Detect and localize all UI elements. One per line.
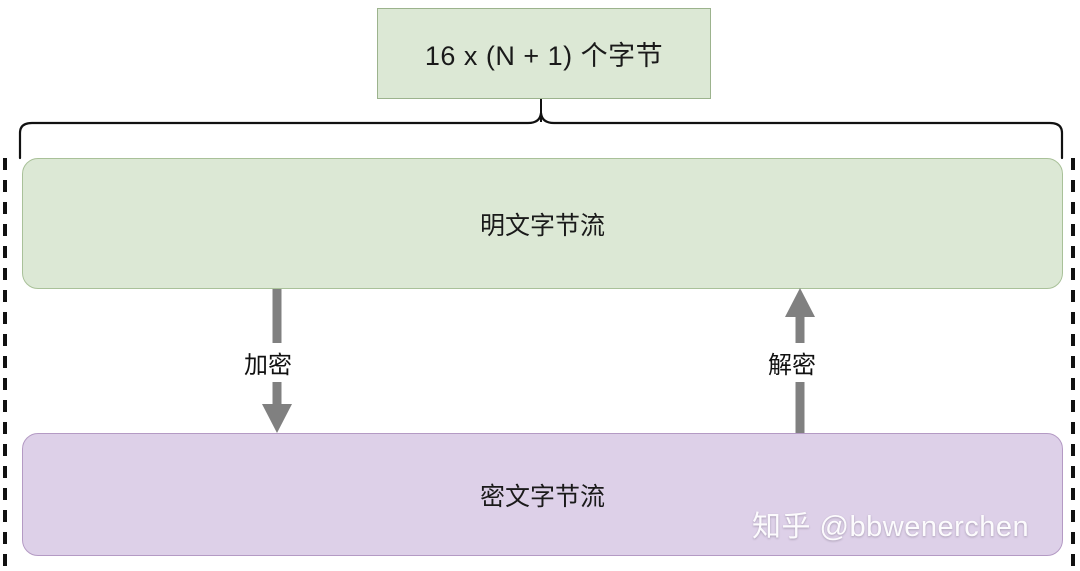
- ciphertext-stream-box: 密文字节流: [22, 433, 1063, 556]
- plaintext-stream-label: 明文字节流: [479, 211, 605, 240]
- byte-size-label: 16 x (N + 1) 个字节: [424, 41, 664, 71]
- plaintext-stream-box: 明文字节流: [22, 158, 1063, 289]
- encrypt-arrow-label: 加密: [238, 343, 298, 382]
- decrypt-arrow-label: 解密: [762, 343, 822, 382]
- ciphertext-stream-label: 密文字节流: [479, 482, 605, 511]
- span-brace: [18, 111, 1064, 160]
- watermark-text: 知乎 @bbwenerchen: [752, 511, 1030, 543]
- byte-size-box: 16 x (N + 1) 个字节: [377, 8, 711, 99]
